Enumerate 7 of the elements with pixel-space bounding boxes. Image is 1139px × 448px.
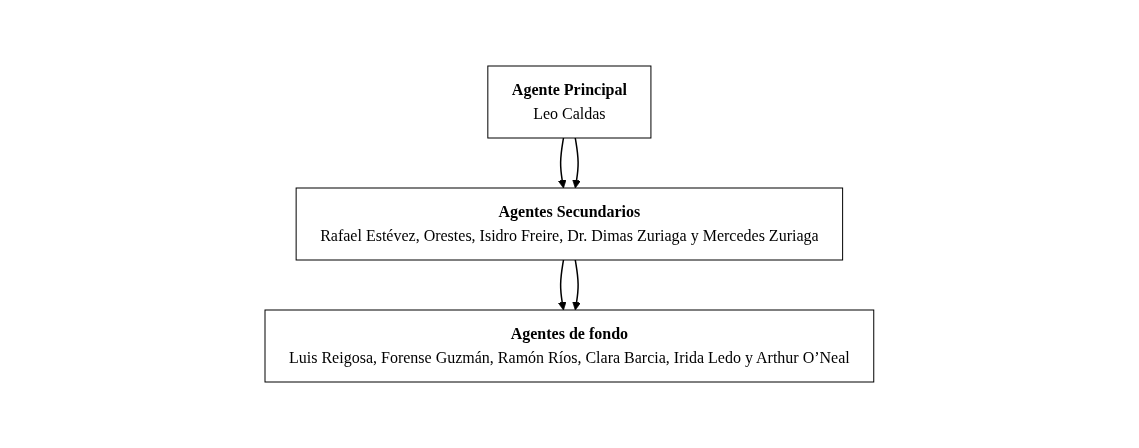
arrow [557, 259, 567, 311]
node-box: Agentes Secundarios Rafael Estévez, Orestes, Isidro Freire, Dr. Dimas Zuriaga y Mercedes Zuriaga [295, 187, 844, 261]
node-box: Agente Principal Leo Caldas [487, 65, 652, 139]
arrow [572, 137, 582, 189]
arrow [557, 137, 567, 189]
node-box: Agentes de fondo Luis Reigosa, Forense Guzmán, Ramón Ríos, Clara Barcia, Irida Ledo y Arthur O’Neal [264, 309, 875, 383]
arrow [572, 259, 582, 311]
